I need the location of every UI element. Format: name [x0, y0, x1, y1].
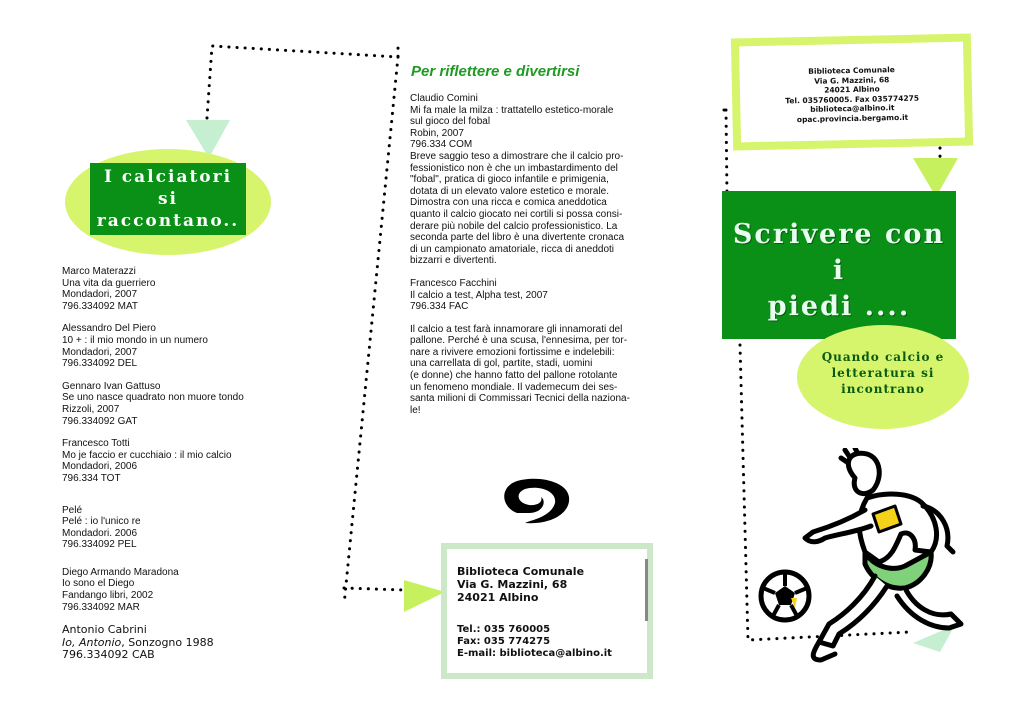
- arrow-bottom-right: [913, 625, 955, 652]
- spiral-logo-icon: [504, 478, 570, 524]
- book-author: Marco Materazzi: [62, 266, 136, 277]
- book-publisher: , Sonzogno 1988: [121, 635, 214, 649]
- book-code: 796.334 TOT: [62, 472, 121, 484]
- arrow-right-middle: [404, 580, 445, 612]
- list-item: Alessandro Del Piero 10 + : il mio mondo…: [62, 323, 302, 369]
- book-title: Se uno nasce quadrato non muore tondo: [62, 392, 244, 404]
- book-publisher: Rizzoli, 2007: [62, 403, 120, 415]
- text-line: santa milioni di Commissari Tecnici dell…: [410, 393, 630, 405]
- right-header-frame: Biblioteca Comunale Via G. Mazzini, 68 2…: [730, 33, 974, 151]
- text-line: seconda parte del libro è una divertente…: [410, 232, 625, 244]
- book-author: Alessandro Del Piero: [62, 323, 156, 335]
- address-fax: Fax: 035 774275: [457, 636, 551, 647]
- address-name: Biblioteca Comunale: [457, 565, 585, 578]
- address-text: Biblioteca Comunale Via G. Mazzini, 68 2…: [457, 565, 612, 660]
- text-line: (e donne) che hanno fatto del pallone ro…: [410, 370, 618, 382]
- subtitle-line1: Quando calcio e: [821, 350, 945, 364]
- book-code: 796.334092 PEL: [62, 539, 137, 551]
- book-title: Una vita da guerriero: [62, 277, 156, 289]
- book-publisher: Mondadori, 2007: [62, 289, 138, 301]
- list-item: Gennaro Ivan Gattuso Se uno nasce quadra…: [62, 381, 302, 427]
- book-title: Io sono el Diego: [62, 578, 135, 590]
- text-line: quanto il calcio giocato nei cortili si …: [410, 208, 623, 220]
- list-item: Francesco Totti Mo je faccio er cucchiai…: [62, 438, 302, 484]
- text-line: Claudio Comini: [410, 93, 478, 104]
- text-line: 796.334 COM: [410, 139, 473, 151]
- list-item: Marco Materazzi Una vita da guerriero Mo…: [62, 266, 302, 312]
- subtitle-text: Quando calcio e letteratura si incontran…: [797, 349, 969, 397]
- book-code: 796.334092 DEL: [62, 358, 138, 370]
- right-header-text: Biblioteca Comunale Via G. Mazzini, 68 2…: [739, 64, 964, 126]
- subtitle-oval: Quando calcio e letteratura si incontran…: [797, 325, 969, 429]
- arrow-down-right: [913, 158, 958, 197]
- text-line: derare più nobile del calcio professioni…: [410, 220, 618, 232]
- left-title-line2: raccontano..: [96, 211, 240, 231]
- book-code: 796.334092 CAB: [62, 648, 155, 662]
- book-author: Antonio Cabrini: [62, 623, 147, 637]
- book-title: 10 + : il mio mondo in un numero: [62, 334, 208, 346]
- subtitle-line3: incontrano: [841, 382, 925, 396]
- text-line: una carrellata di gol, partite, stadi, u…: [410, 358, 593, 370]
- book-code: 796.334092 GAT: [62, 415, 138, 427]
- address-bar: [645, 559, 648, 621]
- text-line: di un campionato amatoriale, ricca di an…: [410, 243, 615, 255]
- main-title: Scrivere con i piedi ....: [722, 217, 956, 325]
- book-list: Marco Materazzi Una vita da guerriero Mo…: [62, 266, 302, 673]
- text-line: Il calcio a test farà innamorare gli inn…: [410, 323, 623, 335]
- address-tel: Tel.: 035 760005: [457, 624, 551, 635]
- address-contact: Tel.: 035 760005 Fax: 035 774275 E-mail:…: [457, 624, 612, 660]
- address-street: Via G. Mazzini, 68: [457, 578, 568, 591]
- text-line: 796.334 FAC: [410, 301, 469, 313]
- list-item: Antonio Cabrini Io, Antonio, Sonzogno 19…: [62, 624, 302, 662]
- text-line: dotata di un elevato valore estetico e m…: [410, 185, 610, 197]
- book-author: Francesco Totti: [62, 438, 130, 450]
- text-line: Robin, 2007: [410, 127, 464, 139]
- book-publisher: Mondadori, 2006: [62, 461, 138, 473]
- text-line: Dimostra con una ricca e comica aneddoti…: [410, 197, 607, 209]
- address-city: 24021 Albino: [457, 591, 539, 604]
- main-title-line2: piedi ....: [767, 291, 911, 322]
- address-email: E-mail: biblioteca@albino.it: [457, 648, 612, 659]
- book-title: Pelé : io l'unico re: [62, 516, 141, 528]
- book-author: Diego Armando Maradona: [62, 566, 179, 578]
- text-line: nare a rivivere emozioni fortissime e in…: [410, 346, 615, 358]
- book-code: 796.334092 MAR: [62, 601, 140, 613]
- book-code: 796.334092 MAT: [62, 300, 138, 312]
- text-line: pallone. Perché è una scusa, l'ennesima,…: [410, 335, 628, 347]
- list-item: Pelé Pelé : io l'unico re Mondadori. 200…: [62, 505, 302, 551]
- book-publisher: Mondadori. 2006: [62, 527, 138, 539]
- text-line: sul gioco del fobal: [410, 116, 491, 128]
- middle-heading: Per riflettere e divertirsi: [411, 63, 580, 80]
- text-line: Francesco Facchini: [410, 277, 497, 289]
- text-line: "fobal", pratica di gioco infantile e pr…: [410, 174, 609, 186]
- book-author: Gennaro Ivan Gattuso: [62, 380, 161, 392]
- text-line: le!: [410, 404, 421, 416]
- main-title-line1: Scrivere con i: [732, 219, 946, 286]
- book-title: Mo je faccio er cucchiaio : il mio calci…: [62, 449, 232, 461]
- text-line: Mi fa male la milza : trattatello esteti…: [410, 104, 614, 116]
- text-line: bizzarri e divertenti.: [410, 255, 497, 267]
- arrow-down-left: [186, 120, 230, 158]
- text-line: Breve saggio teso a dimostrare che il ca…: [410, 150, 624, 162]
- text-line: Il calcio a test, Alpha test, 2007: [410, 289, 548, 301]
- book-publisher: Fandango libri, 2002: [62, 590, 154, 602]
- book-publisher: Mondadori, 2007: [62, 346, 138, 358]
- subtitle-line2: letteratura si: [831, 366, 935, 380]
- book-author: Pelé: [62, 504, 83, 516]
- main-title-box: Scrivere con i piedi ....: [722, 191, 956, 339]
- book2-desc-block: Il calcio a test farà innamorare gli inn…: [410, 324, 632, 417]
- left-title-line1: I calciatori si: [103, 167, 233, 209]
- text-line: fessionistico non è che un imbastardimen…: [410, 162, 618, 174]
- text-line: un fenomeno mondiale. Il vademecum dei s…: [410, 381, 618, 393]
- soccer-player-icon: [758, 448, 964, 663]
- address-box: Biblioteca Comunale Via G. Mazzini, 68 2…: [441, 543, 653, 679]
- list-item: Diego Armando Maradona Io sono el Diego …: [62, 567, 302, 613]
- book-title: Io, Antonio: [62, 635, 122, 649]
- left-title-box: I calciatori si raccontano..: [90, 163, 246, 235]
